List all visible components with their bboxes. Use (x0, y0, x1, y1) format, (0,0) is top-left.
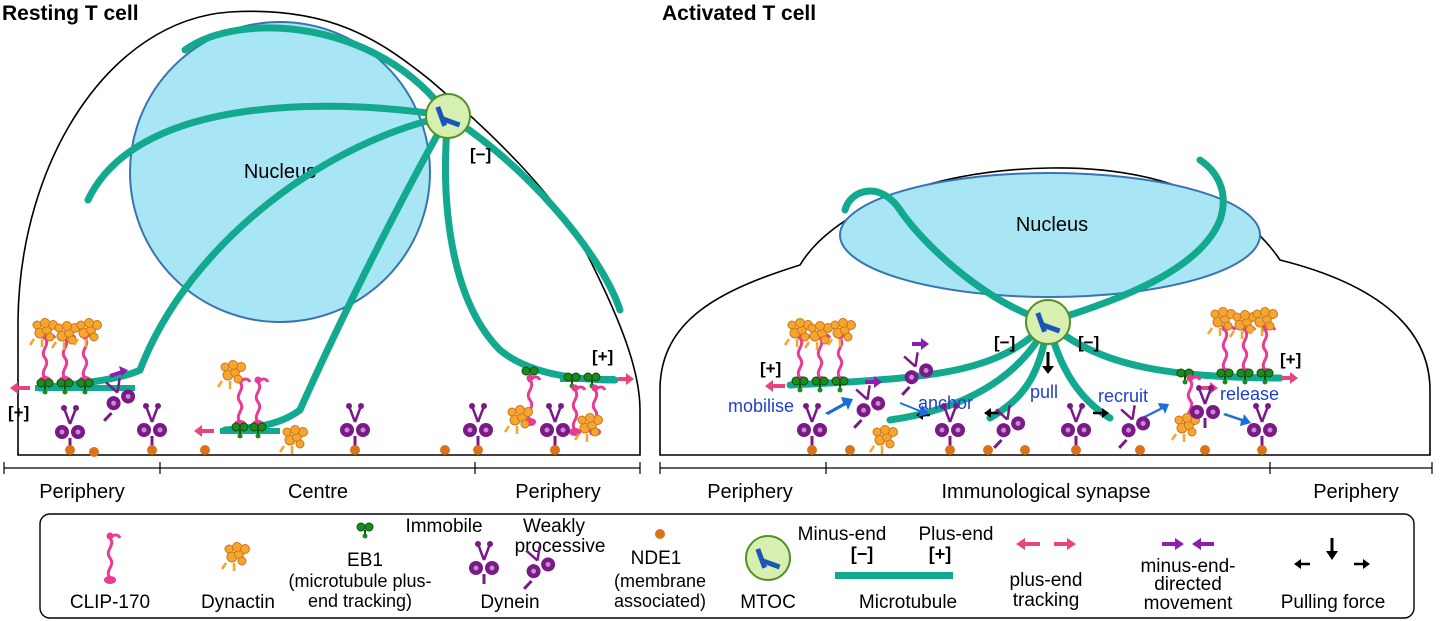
activated-plus-right: [+] (1280, 350, 1301, 369)
resting-cell-membrane (17, 10, 641, 456)
resting-region-ruler (3, 462, 641, 474)
legend-nde1: NDE1 (631, 548, 682, 569)
legend-processive: processive (515, 536, 606, 557)
activated-region-ruler (659, 462, 1433, 474)
resting-region-periphery-right: Periphery (515, 481, 601, 503)
activated-nucleus-label: Nucleus (1016, 214, 1088, 236)
legend-plus-sym: [+] (929, 544, 952, 564)
mtoc-icon (745, 535, 791, 581)
legend-microtubule: Microtubule (859, 592, 957, 613)
legend-minus-move-2: directed (1154, 574, 1222, 595)
action-arrows (825, 397, 1251, 426)
activated-region-synapse: Immunological synapse (942, 481, 1151, 503)
activated-nde1 (807, 445, 1267, 455)
resting-left-complexes (28, 317, 103, 396)
activated-region-periphery-right: Periphery (1313, 481, 1399, 503)
activated-plus-left: [+] (760, 359, 781, 378)
pulling-force-icon (1294, 538, 1370, 569)
resting-right-complex (503, 366, 607, 444)
activated-minus-right: [−] (1078, 333, 1099, 352)
legend: CLIP-170 Dynactin EB1 (microtubule plus-… (39, 513, 1415, 619)
resting-title: Resting T cell (2, 2, 139, 25)
legend-pulling: Pulling force (1281, 592, 1386, 613)
legend-box (39, 513, 1415, 619)
resting-plus-left: [+] (8, 403, 29, 422)
resting-centre-complex (216, 359, 309, 456)
legend-weakly: Weakly (523, 516, 585, 537)
legend-plus-tracking-1: plus-end (1010, 570, 1083, 591)
legend-minus-end: Minus-end (798, 524, 887, 545)
activated-dynactin (868, 424, 899, 456)
activated-title: Activated T cell (662, 2, 816, 25)
legend-nde1-desc-1: (membrane (614, 571, 706, 591)
microtubule-icon (835, 572, 953, 579)
minus-arrow-icon (109, 370, 123, 378)
action-release: release (1220, 384, 1279, 404)
legend-eb1-desc-1: (microtubule plus- (288, 571, 431, 591)
nde1-icon (655, 529, 665, 539)
action-anchor: anchor (918, 393, 973, 413)
minus-movement-icon (1162, 538, 1214, 550)
resting-panel: Resting T cell Nucleus [−] [+] [+] (2, 2, 641, 503)
legend-eb1: EB1 (347, 550, 383, 571)
action-recruit: recruit (1098, 386, 1148, 406)
legend-eb1-desc-2: end tracking) (308, 591, 412, 611)
activated-minus-left: [−] (994, 333, 1015, 352)
resting-plus-right: [+] (592, 347, 613, 366)
activated-nucleus (839, 172, 1261, 298)
legend-nde1-desc-2: associated) (614, 591, 706, 611)
resting-minus-mark: [−] (470, 145, 491, 164)
legend-minus-move-3: movement (1144, 593, 1233, 614)
legend-mtoc: MTOC (740, 592, 796, 613)
activated-left-complexes (783, 317, 857, 394)
legend-minus-move-1: minus-end- (1140, 556, 1235, 577)
legend-clip170: CLIP-170 (70, 592, 150, 613)
resting-mtoc-icon (425, 93, 471, 139)
legend-plus-tracking-2: tracking (1013, 590, 1080, 611)
legend-immobile: Immobile (405, 516, 482, 537)
action-mobilise: mobilise (728, 396, 794, 416)
resting-region-centre: Centre (288, 481, 348, 503)
activated-cell-membrane (659, 167, 1431, 456)
legend-plus-end: Plus-end (919, 524, 994, 545)
resting-nucleus (129, 21, 431, 323)
legend-dynactin: Dynactin (201, 592, 275, 613)
legend-dynein: Dynein (480, 592, 539, 613)
legend-minus-sym: [−] (851, 544, 874, 564)
activated-region-periphery-left: Periphery (707, 481, 793, 503)
action-pull: pull (1030, 382, 1058, 402)
activated-panel: Activated T cell Nucleus [−] [−] [+] [+] (659, 2, 1433, 503)
resting-region-periphery-left: Periphery (39, 481, 125, 503)
activated-mtoc-icon (1025, 299, 1071, 345)
plus-tracking-icon (1016, 538, 1076, 550)
